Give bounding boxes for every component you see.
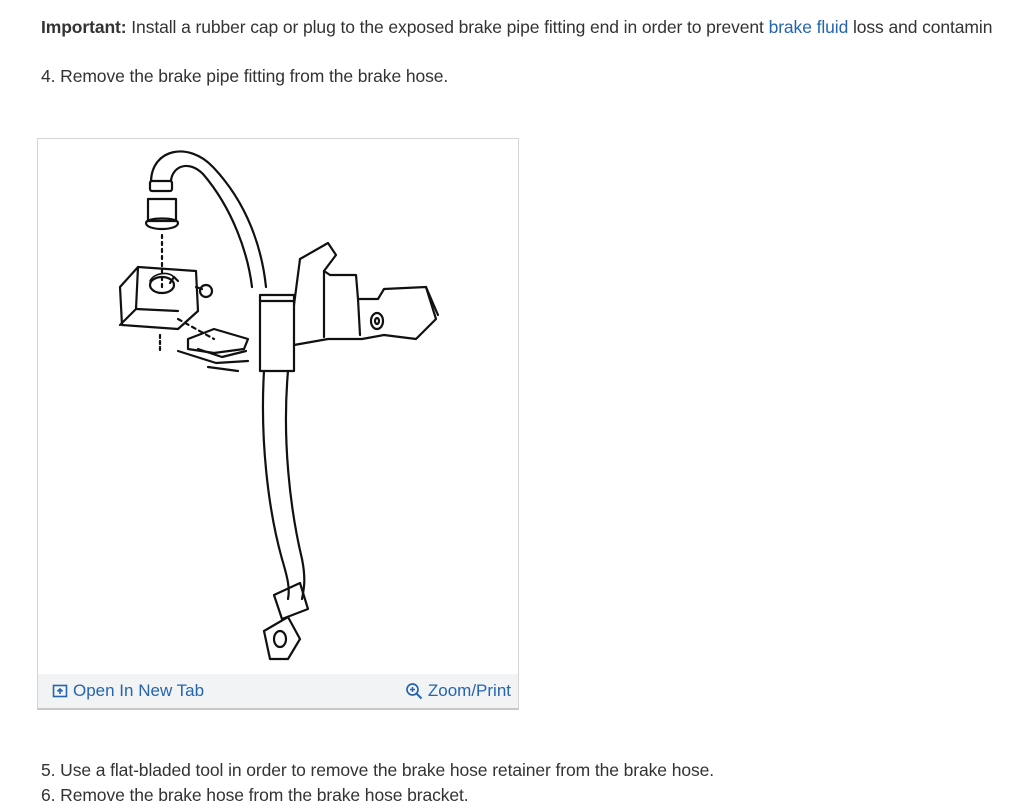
zoom-print-button[interactable]: Zoom/Print — [405, 680, 511, 702]
open-in-new-tab-icon — [52, 684, 68, 698]
important-text-before-link: Install a rubber cap or plug to the expo… — [126, 17, 769, 37]
brake-fluid-link[interactable]: brake fluid — [768, 17, 849, 37]
zoom-in-icon — [406, 683, 423, 700]
step-6: 6. Remove the brake hose from the brake … — [41, 785, 469, 805]
important-label: Important: — [41, 17, 127, 37]
step-5: 5. Use a flat-bladed tool in order to re… — [41, 760, 715, 780]
zoom-print-label: Zoom/Print — [427, 681, 511, 700]
open-in-new-tab-button[interactable]: Open In New Tab — [52, 680, 204, 702]
brake-hose-illustration — [118, 150, 440, 661]
step-4: 4. Remove the brake pipe fitting from th… — [41, 66, 449, 86]
important-text-after-link: loss and contamin — [848, 17, 993, 37]
important-note: Important: Install a rubber cap or plug … — [41, 15, 1013, 39]
open-in-new-tab-label: Open In New Tab — [73, 681, 205, 700]
figure-toolbar: Open In New Tab Zoom/Print — [38, 674, 518, 708]
figure-frame: Open In New Tab Zoom/Print — [37, 138, 519, 710]
